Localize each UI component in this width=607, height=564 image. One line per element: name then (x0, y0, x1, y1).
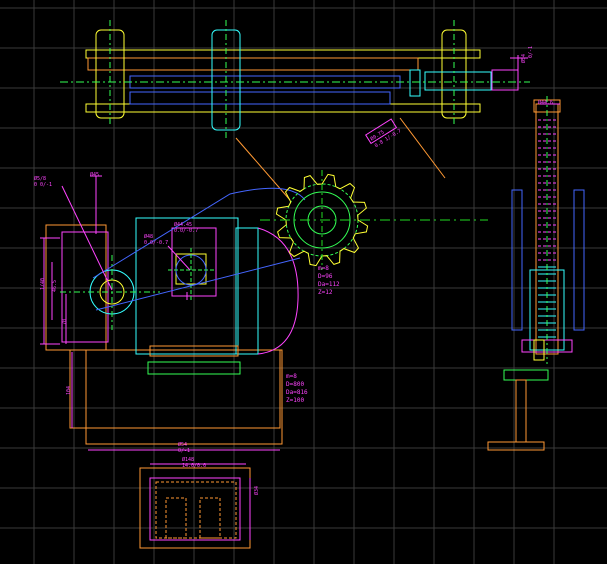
housing-side (235, 227, 259, 355)
callout-mid-leader (167, 245, 191, 271)
top-rail-upper (85, 49, 481, 59)
dim-top-right-fit: 0/-1 (528, 46, 534, 58)
small-gear-d: D=96 (318, 273, 333, 280)
foot-detail (139, 463, 251, 549)
right-guide-left (511, 189, 523, 331)
right-pin (533, 339, 545, 361)
callout-mid-a: Ø48 (144, 233, 153, 240)
callout-left-b: 0 0/-1 (34, 182, 52, 188)
callout-mid: Ø48 0.0/-0.7 Ø44.45 0.0/-0.7 (144, 221, 198, 271)
leader-right (399, 117, 446, 179)
leader-to-gear (235, 137, 291, 201)
dim-tilted-box (365, 118, 398, 145)
callout-left-leader (61, 185, 113, 291)
housing-arc (257, 227, 299, 355)
lever-top-edge (92, 187, 306, 279)
small-gear-params: m=8 D=96 Da=112 Z=12 (318, 265, 340, 296)
right-top-dim: Ø44.6 (538, 99, 553, 106)
foot-dim-text: Ø148 (182, 456, 194, 463)
top-view-assembly (60, 20, 530, 201)
foot-slot-left (165, 497, 187, 539)
dim-top-right: Ø54 0/-1 (510, 46, 534, 72)
small-gear-m: m=8 (318, 265, 329, 272)
top-shaft-end (491, 69, 519, 91)
dim-top-right-text: Ø54 (520, 54, 527, 63)
top-rail-lower (85, 103, 481, 113)
dim-left-1-text: 1/40 (40, 278, 46, 290)
callout-left-a: Ø5/8 (34, 175, 46, 182)
foot-cavity (155, 481, 237, 539)
dim-base-text: Ø54 (178, 441, 187, 448)
right-stem (515, 379, 527, 443)
lever-bottom-edge (95, 257, 301, 311)
base-block (85, 349, 283, 445)
dim-left-3-text: 70 (62, 319, 68, 325)
base-shim (149, 345, 239, 357)
dim-base-width: Ø54 0/-1 (88, 441, 280, 454)
foot-slot-right (199, 497, 221, 539)
foot-dim-text2: 14.0/0.0 (182, 463, 206, 469)
large-gear-z: Z=100 (286, 397, 304, 404)
top-shaft-lower (129, 91, 391, 105)
callout-mid-b: 0.0/-0.7 (144, 240, 168, 246)
side-view (45, 170, 488, 445)
foot-inner (149, 477, 241, 541)
foot-dim-v-text: Ø34 (253, 486, 260, 495)
large-gear-d: D=800 (286, 381, 304, 388)
callout-ring-b: 0.0/-0.7 (174, 228, 198, 234)
callout-ring-a: Ø44.45 (174, 221, 192, 228)
dim-tilted-label: Ø0.75 0.8 1/-0.7 (365, 118, 402, 149)
housing-block (135, 217, 239, 355)
right-view (487, 96, 585, 451)
right-foot (487, 441, 545, 451)
dim-base-text2: 0/-1 (178, 448, 190, 454)
callout-left: Ø5/8 0 0/-1 Ø45 (34, 171, 113, 291)
dim-left-4-text: 104 (66, 386, 72, 395)
small-gear-z: Z=12 (318, 289, 333, 296)
left-dimensions (40, 237, 73, 428)
base-plate-green (147, 361, 241, 375)
center-window (171, 227, 217, 297)
dim-left-2-text: 46.5 (52, 280, 58, 292)
callout-left-c: Ø45 (90, 171, 99, 178)
base-inner (69, 349, 281, 429)
top-output-shaft (424, 71, 492, 91)
right-guide-right (573, 189, 585, 331)
top-plate-orange (87, 57, 419, 71)
right-plate (503, 369, 549, 381)
large-gear-da: Da=816 (286, 389, 308, 396)
large-gear-params: m=8 D=800 Da=816 Z=100 (286, 373, 308, 404)
large-gear-m: m=8 (286, 373, 297, 380)
left-inner-block (61, 231, 109, 343)
top-coupling (409, 69, 421, 97)
small-gear-da: Da=112 (318, 281, 340, 288)
